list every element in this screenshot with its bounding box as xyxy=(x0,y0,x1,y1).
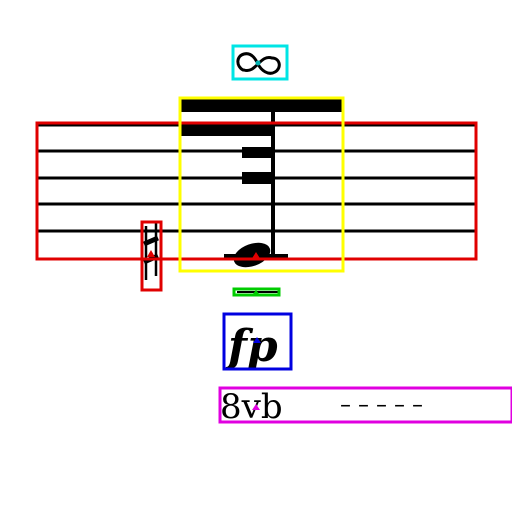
dynamic-marking: fp xyxy=(225,321,278,372)
note-center-marker xyxy=(251,252,261,260)
accidental-center-marker xyxy=(147,250,155,257)
octave-dashes: – – – – – xyxy=(340,393,423,418)
center-markers xyxy=(147,60,261,410)
dynamic-box xyxy=(222,312,293,371)
ledger-center-marker xyxy=(252,290,260,295)
annotation-boxes xyxy=(35,44,512,424)
octave-center-marker xyxy=(252,404,260,410)
staff-box xyxy=(35,121,478,261)
note-box xyxy=(178,96,345,273)
turn-center-marker xyxy=(255,60,261,66)
octave-box xyxy=(218,386,512,424)
turn-box xyxy=(231,44,289,81)
accidental-box xyxy=(140,220,163,292)
octave-marking: 8vb xyxy=(220,387,283,427)
dynamic-center-marker xyxy=(253,337,261,343)
